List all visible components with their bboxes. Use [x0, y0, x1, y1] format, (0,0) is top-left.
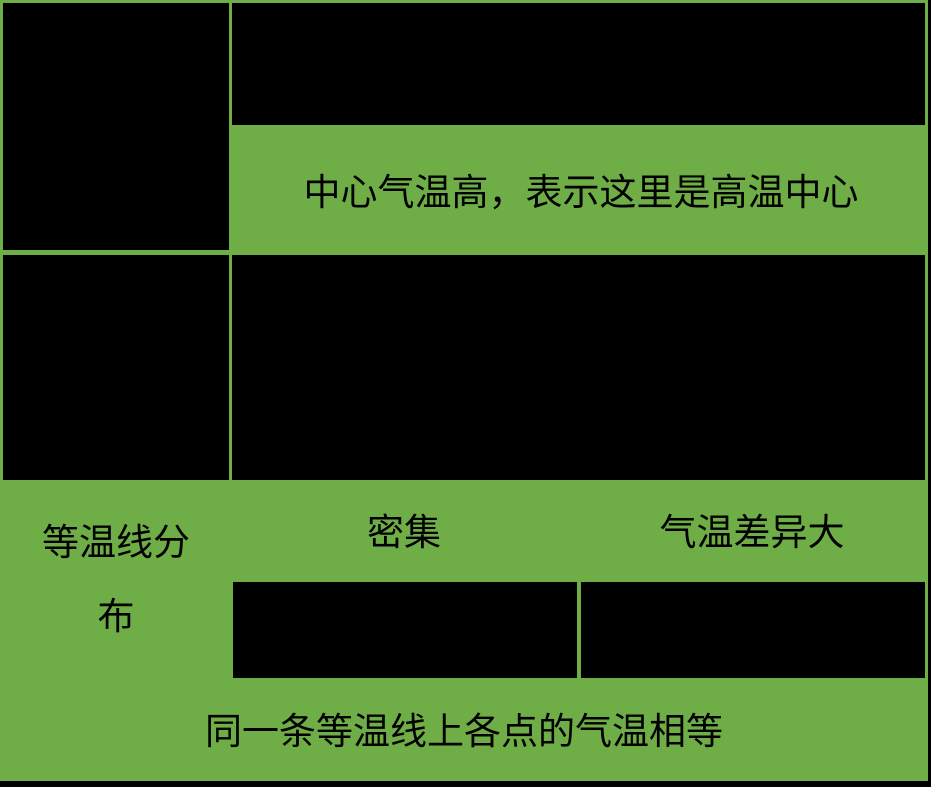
row2-content-masked: [232, 255, 925, 480]
row1-top-masked: [232, 3, 925, 125]
row3-label-text: 等温线分布: [42, 521, 190, 638]
row3-isotherm-distribution-label: 等温线分布: [3, 480, 229, 680]
row1-high-temp-center-cell: 中心气温高，表示这里是高温中心: [229, 125, 925, 253]
row3-value-left-masked: [233, 582, 577, 678]
row1-high-temp-center-text: 中心气温高，表示这里是高温中心: [303, 171, 859, 214]
row3-value-right-masked: [581, 582, 925, 678]
row2-label-masked: [3, 255, 229, 480]
row3-temp-diff-text: 气温差异大: [659, 511, 845, 554]
row3-temp-diff-header: 气温差异大: [579, 480, 925, 582]
row4-isotherm-equal-temp-cell: 同一条等温线上各点的气温相等: [0, 680, 928, 781]
row3-dense-text: 密集: [367, 511, 441, 554]
row4-isotherm-equal-temp-text: 同一条等温线上各点的气温相等: [205, 709, 723, 753]
row1-label-masked: [3, 3, 229, 250]
row3-dense-header: 密集: [229, 480, 579, 582]
